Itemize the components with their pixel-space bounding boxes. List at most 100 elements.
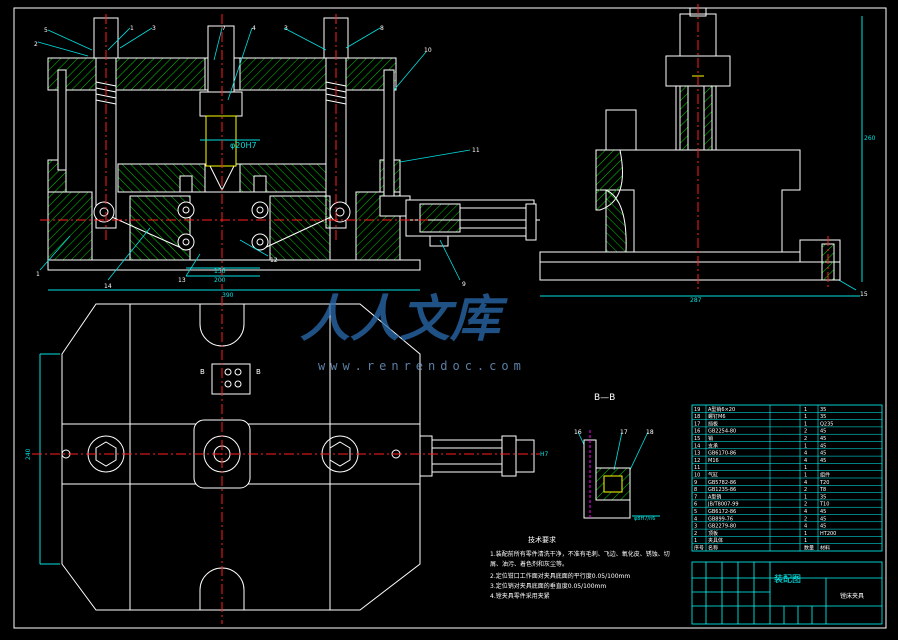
bom-cell: HT200 — [820, 531, 836, 537]
bom-cell: 45 — [820, 443, 826, 449]
bom-cell: A型销 — [708, 493, 721, 500]
callout-9: 9 — [462, 281, 466, 288]
bom-cell: 35 — [820, 407, 826, 413]
tech-req-line-3: 2.定位钳口工作面对夹具底面的平行度0.05/100mm — [490, 572, 630, 580]
callout-11: 11 — [472, 147, 480, 154]
bom-cell: 14 — [694, 443, 700, 449]
bom-cell: 4 — [804, 458, 807, 464]
bom-cell: 8 — [694, 487, 697, 493]
bom-cell: 7 — [694, 494, 697, 500]
bom-cell: 12 — [694, 458, 700, 464]
title-block — [691, 561, 883, 625]
callout-15: 15 — [860, 291, 868, 298]
bom-cell: GB899-76 — [708, 516, 733, 522]
bom-cell: 17 — [694, 421, 700, 427]
dim-plan-fit: H7 — [540, 451, 549, 458]
dim-w2: 200 — [214, 277, 226, 284]
callout-3a: 3 — [152, 25, 156, 32]
bom-cell: 45 — [820, 509, 826, 515]
bom-cell: 9 — [694, 480, 697, 486]
side-centerlines — [697, 4, 829, 290]
callout-1a: 1 — [130, 25, 134, 32]
bom-cell: 5 — [694, 509, 697, 515]
callout-numbers: 2 5 1 3 7 4 3 8 10 11 1 12 13 14 9 15 — [34, 25, 868, 298]
tech-requirements: 技术要求 1.装配前所有零件清洗干净，不准有毛刺、飞边、氧化皮、锈蚀、切 屑、油… — [490, 535, 670, 600]
callout-2: 2 — [34, 41, 38, 48]
callout-10: 10 — [424, 47, 432, 54]
bom-cell: T8 — [819, 487, 826, 493]
tech-req-line-1: 1.装配前所有零件清洗干净，不准有毛刺、飞边、氧化皮、锈蚀、切 — [490, 550, 670, 558]
section-label-18: 18 — [646, 429, 654, 436]
bom-cell: 2 — [804, 516, 807, 522]
bom-cell: 1 — [804, 473, 807, 479]
bom-cell: 数量 — [804, 545, 814, 552]
bom-cell: 2 — [804, 487, 807, 493]
bom-cell: GB1235-86 — [708, 487, 736, 493]
bom-cell: 1 — [694, 538, 697, 544]
callout-4: 4 — [252, 25, 256, 32]
bom-cell: 3 — [694, 524, 697, 530]
tech-req-line-4: 3.定位销对夹具底面的垂直度0.05/100mm — [490, 582, 606, 590]
watermark-url: www.renrendoc.com — [318, 359, 526, 373]
bom-cell: T10 — [819, 502, 829, 508]
watermark-brand: 人人文库 — [300, 290, 508, 348]
callout-12: 12 — [270, 257, 278, 264]
bom-cell: 1 — [804, 494, 807, 500]
bom-cell: 名称 — [708, 545, 718, 552]
front-centerlines — [40, 14, 430, 290]
bom-cell: 2 — [804, 502, 807, 508]
bom-cell: M16 — [708, 458, 719, 464]
section-label-17: 17 — [620, 429, 628, 436]
bom-cell: 1 — [804, 421, 807, 427]
tech-req-heading: 技术要求 — [528, 535, 556, 544]
callout-14: 14 — [104, 283, 112, 290]
callout-1b: 1 — [36, 271, 40, 278]
bom-cell: 1 — [804, 538, 807, 544]
bom-cell: 4 — [694, 516, 697, 522]
title-block-title: 装配图 — [774, 573, 801, 585]
front-view — [47, 17, 540, 291]
bom-cell: 1 — [804, 465, 807, 471]
plan-centerlines — [32, 296, 540, 624]
section-title: B—B — [594, 393, 615, 403]
bom-cell: 支承 — [708, 442, 718, 449]
bom-cell: 45 — [820, 458, 826, 464]
callout-8: 8 — [380, 25, 384, 32]
callout-5a: 5 — [44, 27, 48, 34]
bom-cell: GB2279-80 — [708, 524, 736, 530]
bom-cell: 45 — [820, 451, 826, 457]
bom-cell: 45 — [820, 436, 826, 442]
bom-cell: 45 — [820, 429, 826, 435]
bom-cell: 1 — [804, 443, 807, 449]
tech-req-line-5: 4.镗夹具零件采用夹紧 — [490, 592, 550, 600]
bom-cell: JB/T8007-99 — [707, 502, 739, 508]
bom-cell: 螺钉M6 — [708, 413, 726, 420]
dim-plan-height: 240 — [25, 448, 32, 460]
bom-cell: 销 — [708, 435, 713, 442]
bom-cell: 材料 — [820, 545, 830, 552]
bom-cell: 18 — [694, 414, 700, 420]
bom-cell: 13 — [694, 451, 700, 457]
side-view — [539, 7, 863, 297]
bom-cell: 2 — [694, 531, 697, 537]
tech-req-line-2: 屑、油污、着色剂和灰尘等。 — [490, 560, 568, 568]
bom-cell: 35 — [820, 414, 826, 420]
bom-cell: A型销6×20 — [708, 406, 735, 413]
bom-cell: 1 — [804, 531, 807, 537]
dim-bore: φ20H7 — [230, 141, 257, 150]
bom-cell: GB6170-86 — [708, 451, 736, 457]
bom-cell: 序号 — [694, 545, 704, 552]
plan-label-b-left: B — [200, 368, 205, 376]
callout-13: 13 — [178, 277, 186, 284]
bom-cell: 2 — [804, 429, 807, 435]
section-bb — [583, 430, 660, 520]
callout-3b: 3 — [284, 25, 288, 32]
section-label-16: 16 — [574, 429, 582, 436]
bom-cell: 1 — [804, 407, 807, 413]
bom-cell: 4 — [804, 480, 807, 486]
bom-cell: 15 — [694, 436, 700, 442]
bom-cell: 6 — [694, 502, 697, 508]
title-block-name: 镗床夹具 — [840, 592, 864, 600]
